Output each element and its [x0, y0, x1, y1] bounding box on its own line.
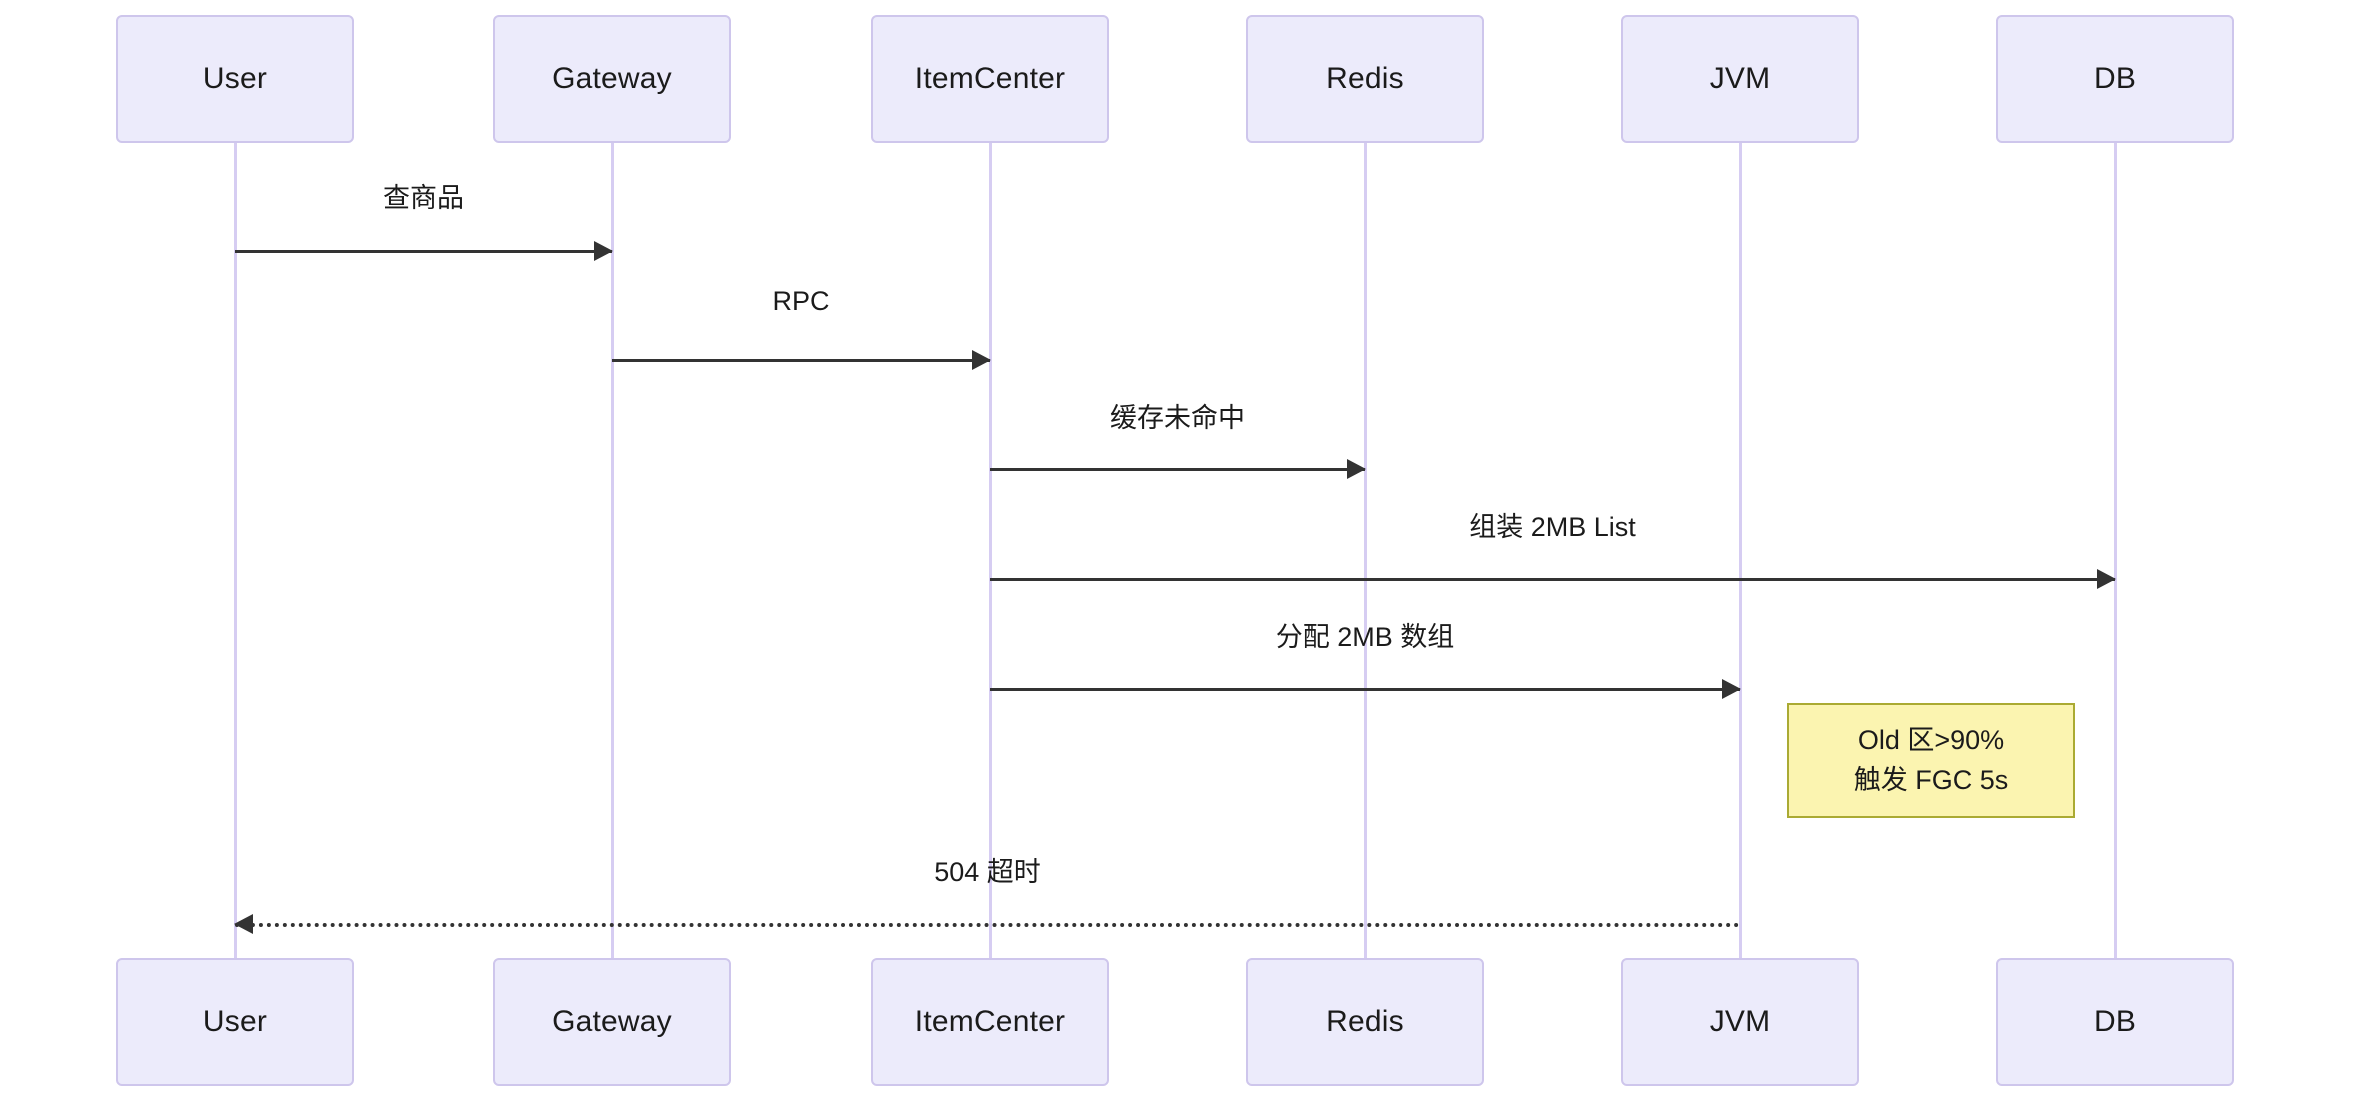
participant-label-gateway: Gateway	[552, 1005, 672, 1038]
participant-bottom-jvm[interactable]: JVM	[1621, 958, 1859, 1086]
participant-label-jvm: JVM	[1709, 1005, 1771, 1038]
lifeline-db	[2114, 143, 2117, 958]
lifeline-redis	[1364, 143, 1367, 958]
participant-top-itemcenter[interactable]: ItemCenter	[871, 15, 1109, 143]
participant-top-jvm[interactable]: JVM	[1621, 15, 1859, 143]
participant-label-itemcenter: ItemCenter	[914, 1005, 1066, 1038]
lifeline-user	[234, 143, 237, 958]
participant-top-redis[interactable]: Redis	[1246, 15, 1484, 143]
participant-label-redis: Redis	[1326, 1005, 1404, 1038]
arrow-head-right	[1347, 459, 1366, 479]
arrow-head-right	[2097, 569, 2116, 589]
lifeline-itemcenter	[989, 143, 992, 958]
participant-bottom-user[interactable]: User	[116, 958, 354, 1086]
participant-label-user: User	[202, 1005, 268, 1038]
participant-label-jvm: JVM	[1709, 62, 1771, 95]
message-label-m3: 缓存未命中	[1110, 403, 1245, 433]
participant-label-gateway: Gateway	[552, 62, 672, 95]
participant-bottom-redis[interactable]: Redis	[1246, 958, 1484, 1086]
participant-bottom-itemcenter[interactable]: ItemCenter	[871, 958, 1109, 1086]
participant-top-user[interactable]: User	[116, 15, 354, 143]
message-line-m2	[612, 359, 990, 362]
participant-label-redis: Redis	[1326, 62, 1404, 95]
message-line-m1	[235, 250, 612, 253]
message-line-m5	[990, 688, 1740, 691]
message-label-m4: 组装 2MB List	[1469, 512, 1636, 542]
message-label-m2: RPC	[772, 286, 830, 316]
note-fgc[interactable]: Old 区>90% 触发 FGC 5s	[1787, 703, 2075, 818]
participant-label-user: User	[202, 62, 268, 95]
participant-label-db: DB	[2093, 62, 2137, 95]
lifeline-jvm	[1739, 143, 1742, 958]
participant-top-gateway[interactable]: Gateway	[493, 15, 731, 143]
lifeline-gateway	[611, 143, 614, 958]
note-line-1: Old 区>90%	[1857, 725, 2005, 756]
arrow-head-right	[972, 350, 991, 370]
message-label-m1: 查商品	[383, 183, 464, 213]
participant-bottom-gateway[interactable]: Gateway	[493, 958, 731, 1086]
arrow-head-right	[594, 241, 613, 261]
message-label-m5: 分配 2MB 数组	[1275, 622, 1455, 652]
message-line-m6	[235, 923, 1740, 927]
participant-top-db[interactable]: DB	[1996, 15, 2234, 143]
participant-bottom-db[interactable]: DB	[1996, 958, 2234, 1086]
participant-label-itemcenter: ItemCenter	[914, 62, 1066, 95]
message-line-m4	[990, 578, 2115, 581]
message-label-m6: 504 超时	[934, 857, 1041, 887]
participant-label-db: DB	[2093, 1005, 2137, 1038]
message-line-m3	[990, 468, 1365, 471]
arrow-head-right	[1722, 679, 1741, 699]
note-line-2: 触发 FGC 5s	[1853, 764, 2009, 795]
arrow-head-left	[234, 914, 253, 934]
